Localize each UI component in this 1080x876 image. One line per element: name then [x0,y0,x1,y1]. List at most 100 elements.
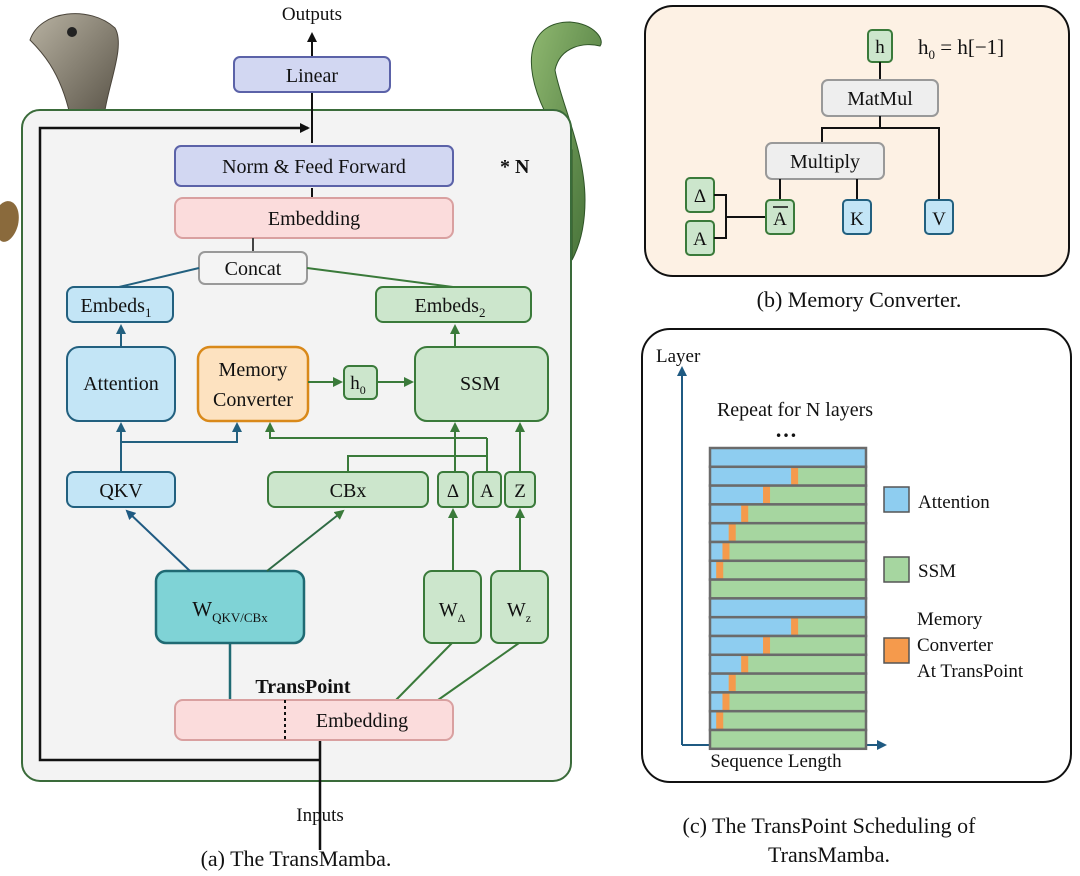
attention-segment [710,598,866,618]
attention-segment [710,654,742,674]
embedding-bottom-label: Embedding [316,710,408,732]
residual-connection [38,123,320,762]
ssm-label: SSM [460,373,500,395]
snake-illustration-left [0,13,119,242]
memory-converter-marker [791,617,799,636]
attention-segment [710,448,866,467]
matmul-label: MatMul [847,88,913,110]
memory-converter-marker [763,636,771,655]
schedule-grid [708,446,868,751]
a-bar-box [765,199,795,235]
attention-label: Attention [83,373,159,395]
norm-ff-box [174,145,454,187]
legend-mc-label-2: Converter [917,635,994,656]
schedule-row [708,597,868,619]
memory-converter-marker [763,485,771,505]
schedule-row [708,709,868,732]
embeds2-label: Embeds2 [415,295,486,320]
a-bar-label: A [773,209,787,230]
schedule-row [708,540,868,563]
attention-box [66,346,176,422]
a-label: A [480,481,494,502]
w-to-cbx-arrow [266,509,345,572]
ssm-segment [710,673,866,693]
embedding-to-wdelta-line [395,642,453,701]
inputs-to-mc-arrow [265,422,487,439]
ssm-segment [710,579,866,599]
concat-label: Concat [225,258,282,280]
ssm-box [414,346,549,422]
panel-b-frame [644,5,1070,277]
ssm-segment [710,730,866,749]
b-a-label: A [693,229,707,250]
z-label: Z [514,481,526,502]
panel-a: Outputs Inputs Linear Norm & Feed Forwar… [0,4,602,871]
embedding-bottom-box [174,699,454,741]
caption-b: (b) Memory Converter. [757,287,962,312]
w-z-label: Wz [507,599,531,625]
k-box [842,199,872,235]
attention-segment [710,504,742,524]
attention-segment [710,542,723,561]
b-delta-label: Δ [694,186,706,207]
multiply-label: Multiply [790,151,860,173]
norm-ff-label: Norm & Feed Forward [222,156,406,178]
h0-formula: h0 = h[−1] [918,35,1004,62]
repeat-n-label: * N [500,156,530,178]
attention-segment [710,711,717,730]
schedule-row [708,465,868,487]
schedule-row [708,559,868,581]
x-axis-label: Sequence Length [710,751,842,772]
repeat-label: Repeat for N layers [717,399,873,421]
embedding-top-box [174,197,454,239]
cbx-label: CBx [330,480,367,502]
schedule-row [708,691,868,713]
memory-converter-marker [722,692,730,712]
w-qkv-cbx-box [154,569,306,645]
embeds1-box [66,286,174,323]
ssm-segment [710,504,866,524]
ssm-segment [710,711,866,730]
embeds2-to-concat-line [306,267,454,288]
schedule-row [708,521,868,544]
v-label: V [932,209,946,230]
qkv-to-mc-arrow [121,422,242,443]
memory-converter-box [196,345,310,423]
y-axis-label: Layer [656,346,701,367]
caption-c-line1: (c) The TransPoint Scheduling of [683,813,977,838]
row-border [708,728,868,751]
ssm-segment [710,692,866,712]
panel-c: Layer Sequence Length Repeat for N layer… [641,328,1072,867]
schedule-row [708,503,868,525]
h-label: h [875,37,885,58]
linear-box [233,56,391,93]
v-box [924,199,954,235]
embeds1-label: Embeds1 [81,295,152,320]
snake-illustration-right [530,21,602,261]
ssm-segment [710,542,866,561]
legend-mc-swatch [883,637,910,664]
embeds2-box [375,286,532,323]
matmul-multiply-line [821,116,881,143]
memory-converter-marker [722,542,730,561]
delta-label: Δ [447,481,459,502]
legend-ssm-swatch [883,556,910,583]
memory-converter-marker [716,711,724,730]
ssm-segment [710,654,866,674]
memory-converter-label-1: Memory [219,359,288,381]
legend-attention-swatch [883,486,910,513]
attention-segment [710,636,764,655]
attention-segment [710,673,729,693]
w-to-qkv-arrow [125,509,191,572]
attention-segment [710,560,717,580]
schedule-row [708,728,868,751]
ssm-inputs-join [347,455,488,472]
panel-b: h h0 = h[−1] MatMul Multiply Δ A A K V (… [644,5,1070,312]
schedule-row [708,578,868,600]
transpoint-label: TransPoint [255,676,351,698]
linear-label: Linear [286,65,339,87]
attention-segment [710,485,764,505]
caption-c-line2: TransMamba. [768,842,890,867]
matmul-v-line [880,127,940,200]
